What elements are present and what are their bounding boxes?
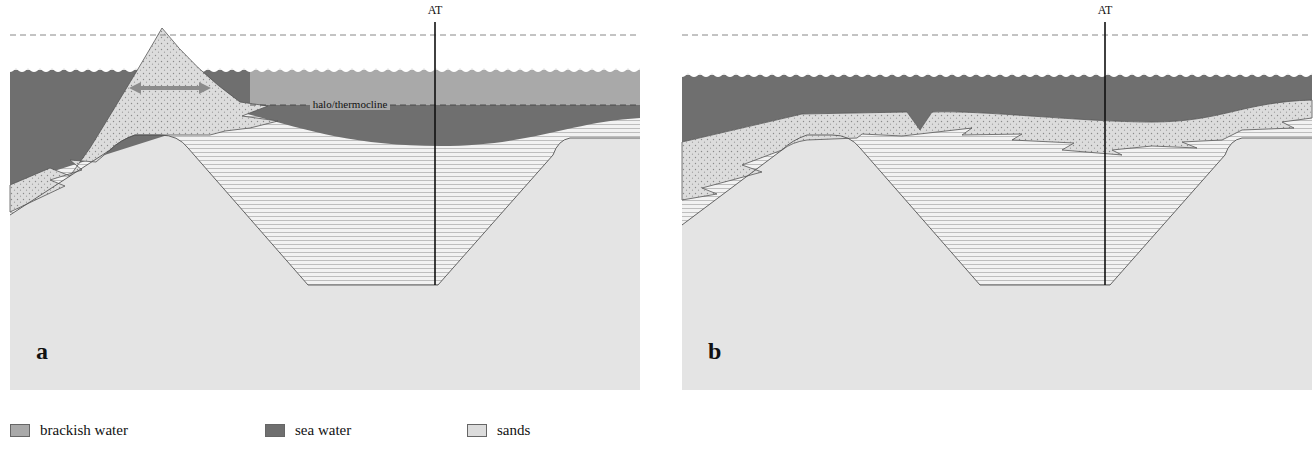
panel-b (676, 0, 1312, 390)
sand-body (10, 28, 278, 212)
legend-text: sea water (295, 422, 351, 439)
sea-level-line (10, 35, 640, 36)
panel-a (4, 0, 640, 390)
halocline-line (250, 105, 640, 106)
sand-body (682, 100, 1312, 200)
migration-arrow (135, 86, 205, 90)
brackish-water (250, 70, 640, 105)
core-label: AT (1098, 4, 1113, 17)
legend-swatch (467, 424, 487, 437)
bedrock-surface (682, 135, 1312, 285)
legend-swatch (10, 424, 30, 437)
core-label: AT (428, 4, 443, 17)
legend-swatch (265, 424, 285, 437)
legend-text: brackish water (40, 422, 128, 439)
core-line (1104, 22, 1106, 285)
sky (4, 0, 640, 72)
panel-letter: b (708, 338, 721, 364)
panel-letter: a (36, 338, 48, 364)
core-line (434, 22, 436, 285)
legend-text: sands (497, 422, 530, 439)
sky (676, 0, 1312, 77)
boundary-label: halo/thermocline (310, 98, 391, 110)
sea-level-line (682, 35, 1312, 36)
bedrock-surface (10, 135, 640, 285)
mud-fill (682, 100, 1312, 285)
